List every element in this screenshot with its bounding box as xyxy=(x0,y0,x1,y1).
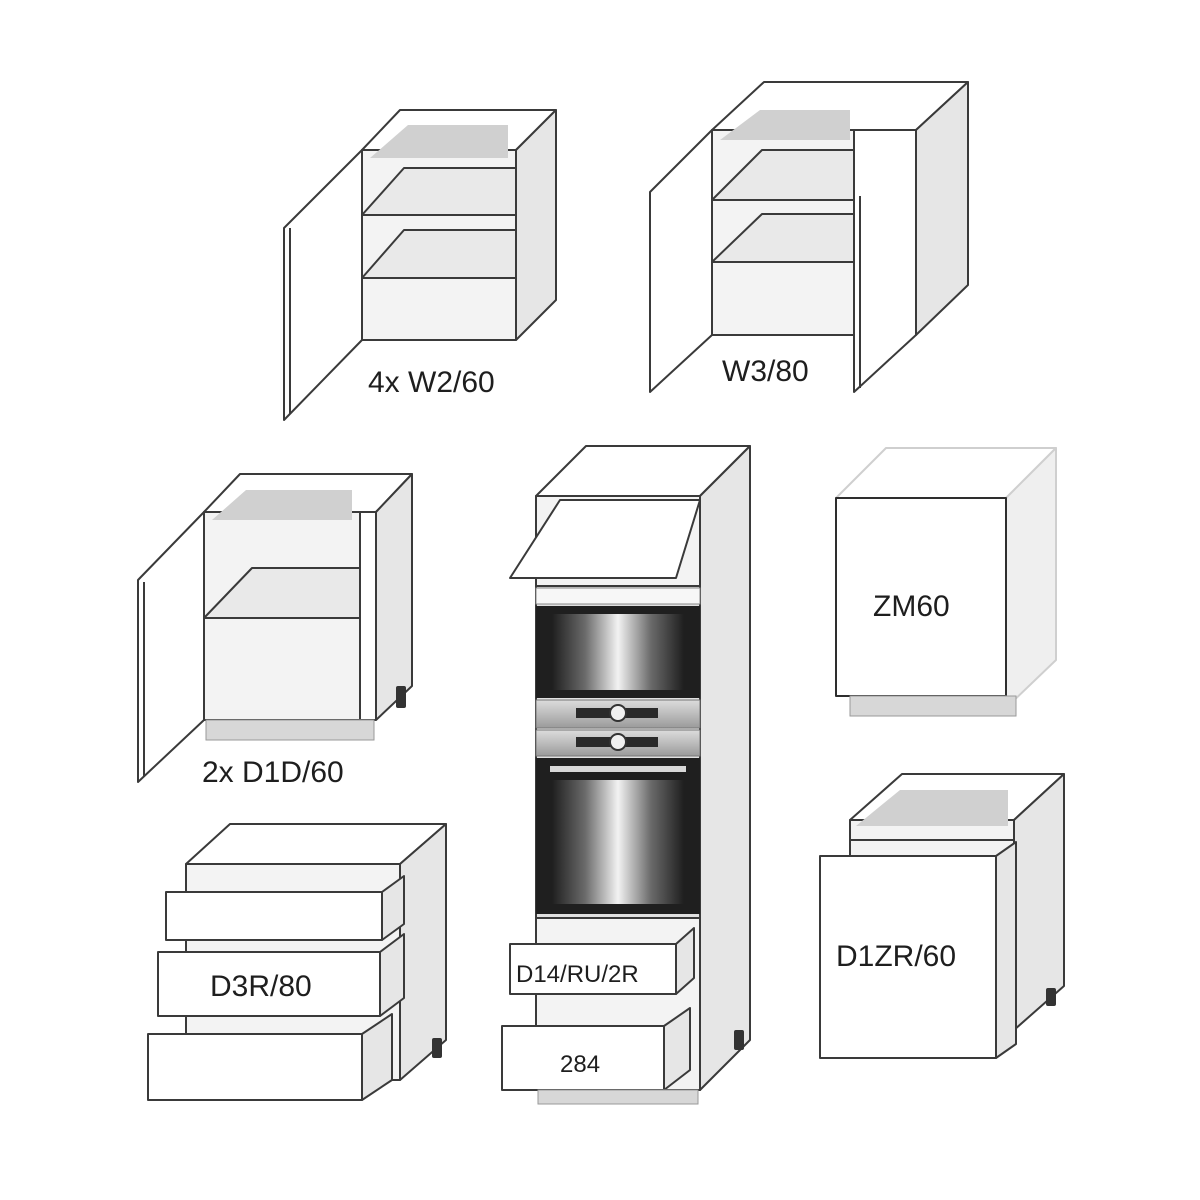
sink-base-cabinet: D1ZR/60 xyxy=(819,773,1065,1059)
tall-drawer-bottom-label: 284 xyxy=(560,1051,600,1078)
base-cabinet-drawers-label: D3R/80 xyxy=(210,970,312,1003)
dishwasher-panel-label: ZM60 xyxy=(873,590,950,623)
base-cabinet-door: 2x D1D/60 xyxy=(137,473,413,789)
wall-cabinet-double-label: W3/80 xyxy=(722,355,809,388)
sink-base-label: D1ZR/60 xyxy=(836,940,956,973)
tall-oven-cabinet: D14/RU/2R 284 xyxy=(501,445,751,1105)
base-cabinet-drawers: D3R/80 xyxy=(147,823,447,1101)
tall-drawer-top-label: D14/RU/2R xyxy=(516,961,639,988)
wall-cabinet-single-door: 4x W2/60 xyxy=(283,109,557,421)
dishwasher-panel: ZM60 xyxy=(835,447,1057,717)
wall-cabinet-single-label: 4x W2/60 xyxy=(368,366,495,399)
wall-cabinet-double-door: W3/80 xyxy=(649,81,969,393)
base-cabinet-door-label: 2x D1D/60 xyxy=(202,756,344,789)
